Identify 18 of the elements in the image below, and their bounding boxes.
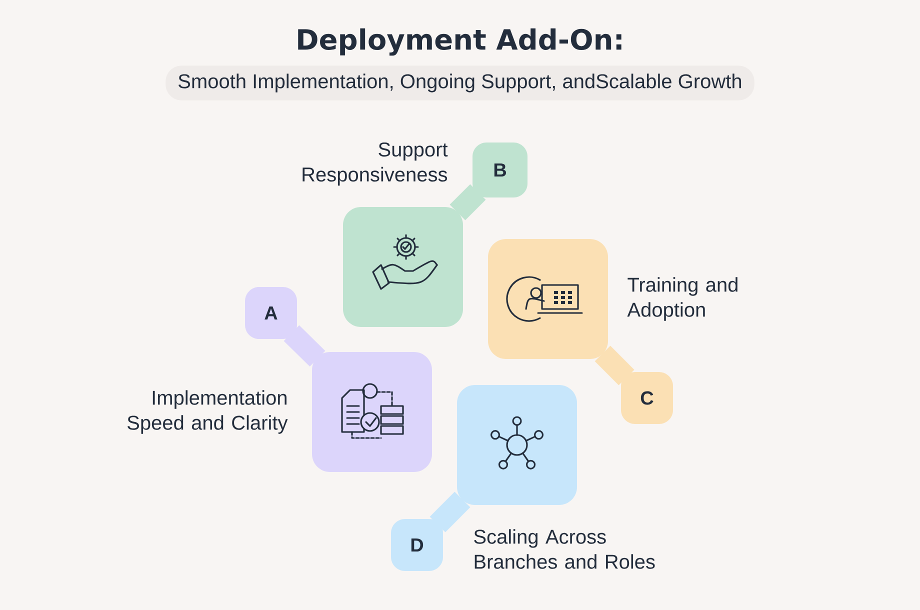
icon-box (488, 239, 608, 359)
subtitle: Smooth Implementation, Ongoing Support, andScalable Growth (166, 66, 754, 100)
connector-band (450, 184, 486, 220)
item-description: Scaling Across Branches and Roles (474, 529, 655, 569)
connector-band (594, 346, 634, 386)
letter-tab: C (621, 372, 673, 424)
item-description: Training and Adoption (627, 277, 738, 321)
letter-tab: B (472, 142, 528, 198)
letter-tab: D (391, 519, 443, 571)
item-description: Support Responsiveness (302, 142, 448, 186)
connector-band (284, 325, 326, 367)
title: Deployment Add-On: (298, 28, 622, 56)
icon-box (457, 385, 577, 505)
connector-band (430, 492, 470, 532)
icon-box (343, 207, 463, 327)
letter-tab: A (245, 287, 297, 339)
item-description: Implementation Speed and Clarity (128, 390, 288, 434)
icon-box (312, 352, 432, 472)
